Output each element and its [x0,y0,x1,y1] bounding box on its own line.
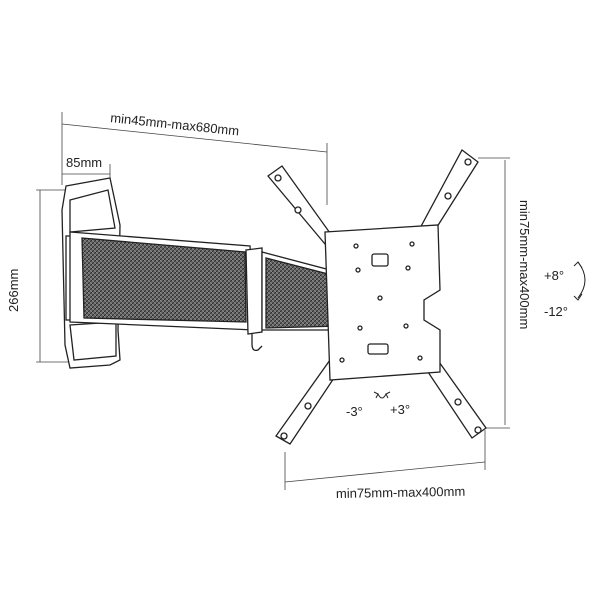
plate-hole [339,357,345,363]
swivel-arrowhead-left [373,391,379,399]
plate-slot-top [371,253,389,267]
plate-hole [353,243,359,249]
vesa-vertical-label: min75mm-max400mm [517,200,532,329]
tilt-down-label: -12° [544,304,568,319]
bracket-hole [274,174,282,182]
wall-plate-height-label: 266mm [6,269,21,312]
tilt-up-label: +8° [544,268,564,283]
vesa-horizontal-dimension-line [284,461,486,483]
plate-slot-bottom [367,343,389,355]
wall-plate-top-face [69,189,116,233]
bracket-hole [294,206,302,214]
tilt-arrowhead [573,293,583,301]
plate-hole [409,241,415,247]
arm-mesh-panel-1 [81,237,247,323]
bracket-hole [304,402,312,410]
vesa-horizontal-label: min75mm-max400mm [336,484,466,501]
plate-hole [355,267,361,273]
arm-elbow [245,247,263,335]
wall-plate-depth-label: 85mm [66,155,102,170]
plate-hole [357,325,363,331]
plate-hole [377,295,383,301]
plate-hole [405,265,411,271]
bracket-hole [454,398,462,406]
bracket-hole [474,426,482,434]
wall-plate-bottom-face [69,321,117,361]
plate-hole [417,355,423,361]
arm-extension-label: min45mm-max680mm [110,110,240,138]
swivel-left-label: -3° [346,404,363,419]
swivel-arc-arrow [377,393,387,399]
swivel-right-label: +3° [390,402,410,417]
bracket-center-plate [324,224,441,381]
swivel-indicator [373,391,391,399]
tilt-arrowhead-top [573,261,583,269]
swivel-arrowhead-right [385,391,391,399]
articulating-arm [69,231,347,352]
plate-hole [403,323,409,329]
bracket-hole [444,192,452,200]
vesa-bracket [267,149,487,445]
bracket-hole [280,432,288,440]
tilt-indicator [573,261,586,301]
arm-pivot-knob [251,334,263,352]
arm-ext-dimension-line [61,123,328,153]
bracket-hole [464,158,472,166]
dimension-lines [36,112,510,490]
